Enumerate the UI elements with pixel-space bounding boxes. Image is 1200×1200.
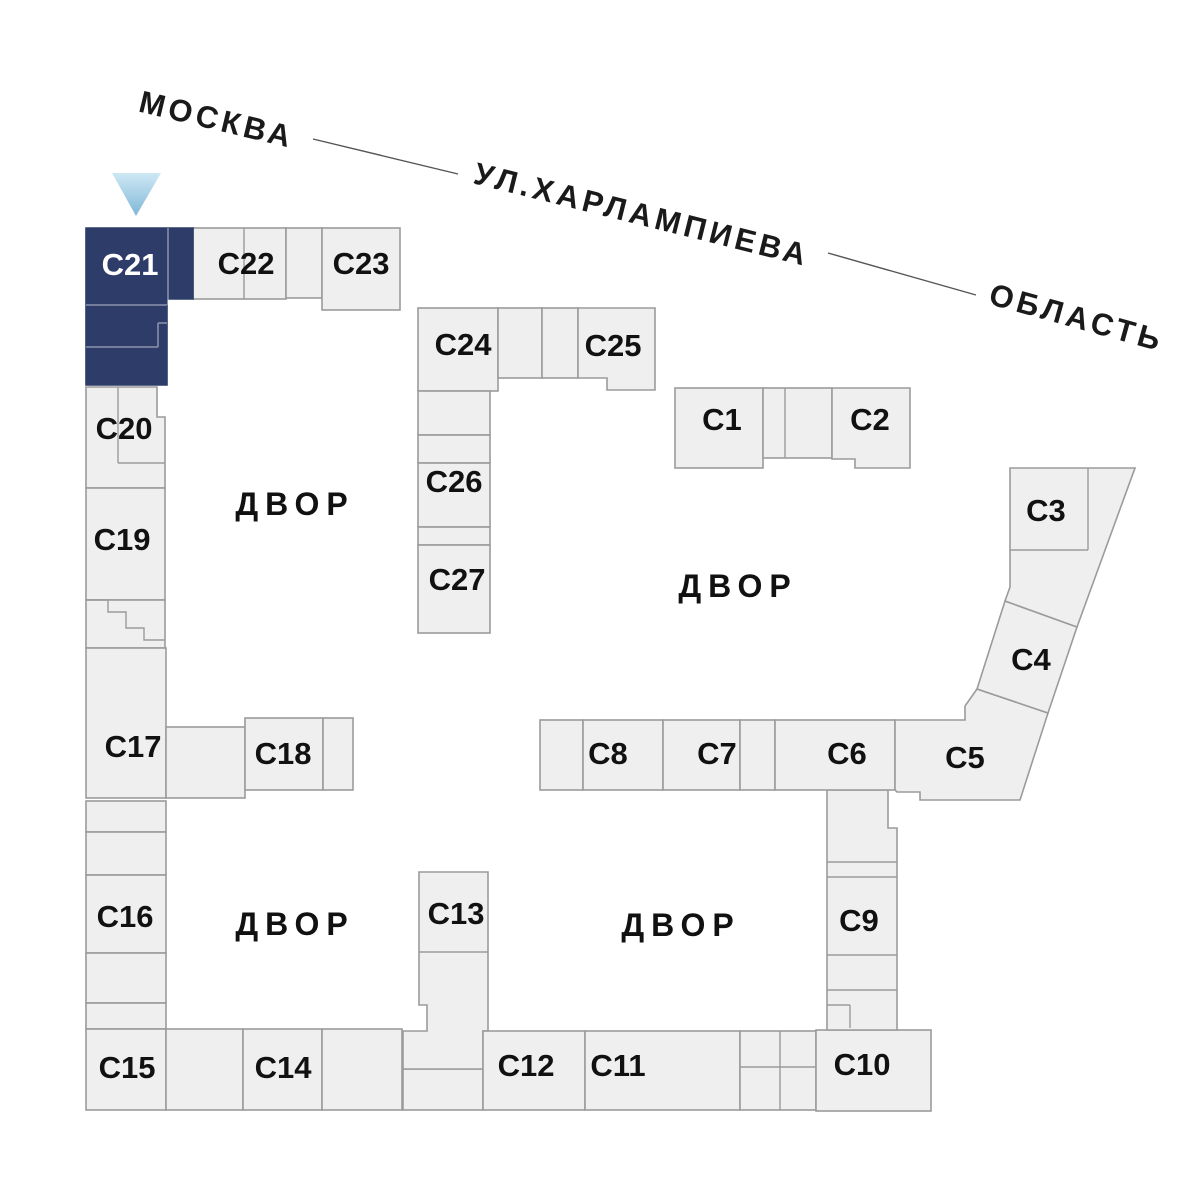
building-section[interactable]	[321, 1028, 403, 1111]
building-section[interactable]	[417, 526, 491, 546]
building-c22-label: С22	[218, 246, 275, 281]
building-c3[interactable]	[1003, 467, 1137, 629]
building-c16-label: С16	[97, 899, 154, 934]
building-section[interactable]	[165, 1028, 244, 1111]
building-c25[interactable]	[577, 307, 656, 391]
building-c16[interactable]	[85, 874, 167, 954]
building-section[interactable]	[541, 307, 579, 379]
buildings-layer	[85, 227, 1137, 1112]
building-section[interactable]	[85, 1002, 167, 1030]
courtyard-label-bottom-right: ДВОР	[621, 907, 740, 943]
building-c17[interactable]	[85, 647, 167, 799]
building-c8-label: С8	[588, 736, 628, 771]
building-c15[interactable]	[85, 1028, 167, 1111]
building-c18-label: С18	[255, 736, 312, 771]
street-label-oblast: ОБЛАСТЬ	[986, 277, 1169, 359]
street-label-kharlampieva: УЛ.ХАРЛАМПИЕВА	[470, 156, 813, 273]
courtyard-labels: ДВОР ДВОР ДВОР ДВОР	[235, 486, 797, 943]
building-c6[interactable]	[774, 719, 896, 791]
building-section[interactable]	[285, 227, 323, 299]
building-c20-label: С20	[96, 411, 153, 446]
building-section[interactable]	[739, 719, 776, 791]
building-c8[interactable]	[582, 719, 664, 791]
building-c17-label: С17	[105, 729, 162, 764]
building-c26[interactable]	[417, 462, 491, 528]
building-c21-selected[interactable]	[85, 227, 194, 386]
building-c10[interactable]	[815, 1029, 932, 1112]
building-c21-label: С21	[102, 247, 159, 282]
building-section[interactable]	[85, 800, 167, 833]
building-c27-label: С27	[429, 562, 486, 597]
courtyard-label-bottom-left: ДВОР	[235, 906, 354, 942]
building-c25-label: С25	[585, 328, 642, 363]
building-labels: С21 С22 С23 С20 С19 С17 С18 С16 С15 С14 …	[94, 246, 1066, 1085]
building-c7-label: С7	[697, 736, 737, 771]
building-c11-label: С11	[590, 1048, 645, 1083]
courtyard-label-top-right: ДВОР	[678, 568, 797, 604]
building-c14[interactable]	[242, 1028, 323, 1111]
building-c13-label: С13	[428, 896, 485, 931]
building-c12[interactable]	[482, 1030, 586, 1111]
building-section[interactable]	[402, 1068, 484, 1111]
building-section[interactable]	[497, 307, 543, 379]
building-c12-label: С12	[498, 1048, 555, 1083]
building-section[interactable]	[417, 390, 491, 436]
selected-building-marker-icon	[112, 173, 161, 216]
street-line-1	[312, 138, 459, 175]
building-c1-label: С1	[702, 402, 742, 437]
building-c23-label: С23	[333, 246, 390, 281]
building-c2-label: С2	[850, 402, 890, 437]
building-section[interactable]	[85, 831, 167, 876]
building-c10-label: С10	[834, 1047, 891, 1082]
courtyard-label-top-left: ДВОР	[235, 486, 354, 522]
building-section[interactable]	[417, 434, 491, 464]
building-c9-label: С9	[839, 903, 879, 938]
building-c1[interactable]	[674, 387, 764, 469]
building-stair-section[interactable]	[85, 599, 166, 649]
building-c27[interactable]	[417, 544, 491, 634]
building-c2[interactable]	[831, 387, 911, 469]
building-section[interactable]	[85, 952, 167, 1004]
building-c18[interactable]	[244, 717, 354, 791]
building-c26-label: С26	[426, 464, 483, 499]
building-c6-label: С6	[827, 736, 867, 771]
building-section[interactable]	[539, 719, 584, 791]
building-section[interactable]	[762, 387, 833, 459]
building-section[interactable]	[165, 726, 246, 799]
building-section[interactable]	[739, 1030, 817, 1111]
building-c4-label: С4	[1011, 642, 1051, 677]
building-c13[interactable]	[402, 871, 489, 1070]
building-c5[interactable]	[894, 688, 1050, 801]
building-c24-label: С24	[435, 327, 493, 362]
building-c7[interactable]	[662, 719, 741, 791]
building-c22[interactable]	[192, 227, 323, 300]
building-c19-label: С19	[94, 522, 151, 557]
street-label-moscow: МОСКВА	[136, 84, 298, 155]
street-line-2	[827, 252, 977, 296]
building-c11[interactable]	[584, 1030, 741, 1111]
building-c24[interactable]	[417, 307, 499, 392]
building-c5-label: С5	[945, 740, 985, 775]
building-c19[interactable]	[85, 487, 166, 601]
building-section[interactable]	[322, 717, 354, 791]
building-c15-label: С15	[99, 1050, 156, 1085]
building-c14-label: С14	[255, 1050, 313, 1085]
building-c23[interactable]	[321, 227, 401, 311]
building-c3-label: С3	[1026, 493, 1066, 528]
